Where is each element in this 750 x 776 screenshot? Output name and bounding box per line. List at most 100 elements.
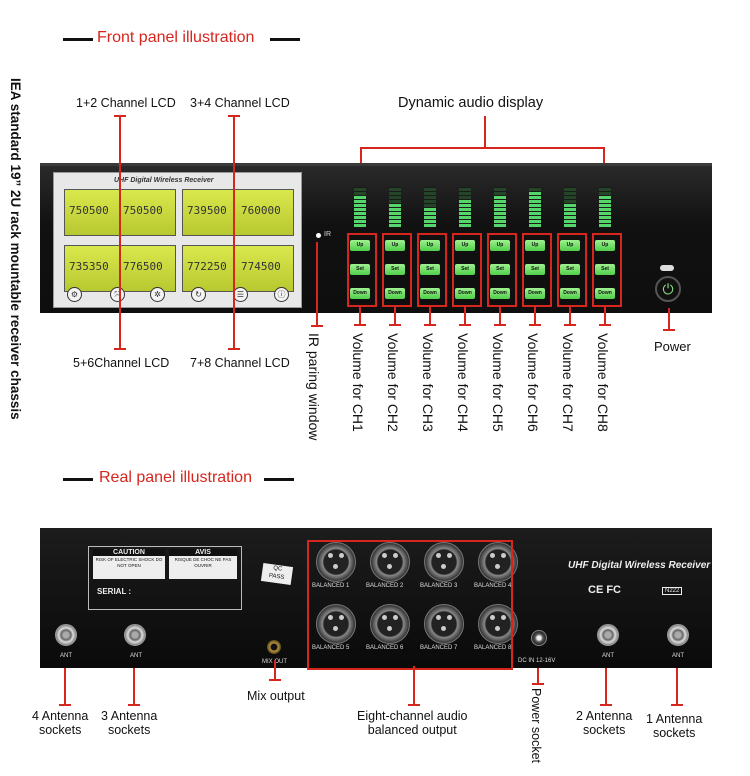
power-socket-pointer — [537, 668, 539, 684]
volume-up-button[interactable]: Up — [560, 240, 580, 251]
lcd-ch7-8: 772250 774500 — [182, 245, 294, 292]
serial-plate: CAUTION RISK OF ELECTRIC SHOCK DO NOT OP… — [88, 546, 242, 610]
set-button[interactable]: Set — [385, 264, 405, 275]
audio-level-meter — [529, 187, 541, 227]
dc-power-socket[interactable] — [531, 630, 547, 646]
list-icon[interactable]: ☰ — [233, 287, 248, 302]
channel-button-group — [452, 233, 482, 307]
ant2-label: 2 Antenna sockets — [576, 709, 633, 737]
volume-pointer-cap — [424, 324, 436, 326]
volume-pointer — [359, 305, 361, 325]
info-icon[interactable]: ⓘ — [274, 287, 289, 302]
balanced-text: BALANCED 1 — [312, 583, 350, 589]
channel-button-group — [592, 233, 622, 307]
ant3-pointer-cap — [128, 704, 140, 706]
power-led — [660, 265, 674, 271]
title-dash-right — [270, 38, 300, 41]
avis-text: RISQUE DE CHOC NE PAS OUVRIR — [174, 557, 232, 568]
ir-pointer — [316, 242, 318, 326]
audio-level-meter — [459, 187, 471, 227]
set-button[interactable]: Set — [490, 264, 510, 275]
volume-down-button[interactable]: Down — [455, 288, 475, 299]
xlr-balanced-output-6[interactable] — [370, 604, 410, 644]
lcd-value: 760000 — [241, 204, 281, 217]
balanced-label: Eight-channel audio balanced output — [357, 709, 468, 737]
xlr-balanced-output-7[interactable] — [424, 604, 464, 644]
antenna-socket-4[interactable] — [55, 624, 77, 646]
caution-text: RISK OF ELECTRIC SHOCK DO NOT OPEN — [95, 557, 163, 568]
balanced-text: BALANCED 3 — [420, 583, 458, 589]
antenna-socket-2[interactable] — [597, 624, 619, 646]
set-button[interactable]: Set — [560, 264, 580, 275]
mix-label: Mix output — [247, 689, 305, 703]
menu-gear-icon[interactable]: ⚙ — [67, 287, 82, 302]
lcd-label-7-8: 7+8 Channel LCD — [190, 356, 290, 370]
avis-label: AVIS RISQUE DE CHOC NE PAS OUVRIR — [169, 549, 237, 579]
ir-label: IR paring window — [306, 333, 322, 441]
volume-up-button[interactable]: Up — [525, 240, 545, 251]
set-button[interactable]: Set — [350, 264, 370, 275]
avis-heading: AVIS — [169, 549, 237, 556]
rear-title: Real panel illustration — [99, 469, 252, 486]
volume-up-button[interactable]: Up — [385, 240, 405, 251]
ant-text: ANT — [602, 653, 614, 659]
caution-heading: CAUTION — [93, 549, 165, 556]
balanced-pointer — [413, 666, 415, 706]
sync-icon[interactable]: ↻ — [191, 287, 206, 302]
lcd-right-cap-bottom — [228, 348, 240, 350]
xlr-balanced-output-1[interactable] — [316, 542, 356, 582]
lcd-value: 774500 — [241, 260, 281, 273]
mix-pointer — [274, 660, 276, 680]
power-button-icon[interactable]: ⏻ — [655, 276, 681, 302]
set-button[interactable]: Set — [420, 264, 440, 275]
lcd-value: 750500 — [123, 204, 163, 217]
volume-up-button[interactable]: Up — [595, 240, 615, 251]
volume-up-button[interactable]: Up — [455, 240, 475, 251]
ant-text: ANT — [60, 653, 72, 659]
settings-icon[interactable]: ✲ — [150, 287, 165, 302]
front-brand: UHF Digital Wireless Receiver — [114, 177, 214, 184]
antenna-socket-1[interactable] — [667, 624, 689, 646]
audio-level-meter — [494, 187, 506, 227]
lcd-ch3-4: 739500 760000 — [182, 189, 294, 236]
scan-icon[interactable]: ⤧ — [110, 287, 125, 302]
volume-down-button[interactable]: Down — [385, 288, 405, 299]
set-button[interactable]: Set — [525, 264, 545, 275]
volume-pointer — [464, 305, 466, 325]
volume-down-button[interactable]: Down — [420, 288, 440, 299]
ant1-pointer — [676, 668, 678, 706]
front-title: Front panel illustration — [97, 29, 255, 46]
ir-text: IR — [324, 231, 331, 238]
xlr-balanced-output-3[interactable] — [424, 542, 464, 582]
volume-down-button[interactable]: Down — [350, 288, 370, 299]
balanced-pointer-cap — [408, 704, 420, 706]
volume-down-button[interactable]: Down — [490, 288, 510, 299]
volume-pointer-cap — [459, 324, 471, 326]
volume-label-ch8: Volume for CH8 — [595, 333, 611, 432]
volume-down-button[interactable]: Down — [525, 288, 545, 299]
volume-up-button[interactable]: Up — [490, 240, 510, 251]
power-label: Power — [654, 339, 691, 354]
ant2-pointer — [605, 668, 607, 706]
ant4-label: 4 Antenna sockets — [32, 709, 89, 737]
volume-down-button[interactable]: Down — [595, 288, 615, 299]
title-dash-right — [264, 478, 294, 481]
xlr-balanced-output-2[interactable] — [370, 542, 410, 582]
lcd-value: 739500 — [187, 204, 227, 217]
set-button[interactable]: Set — [595, 264, 615, 275]
volume-up-button[interactable]: Up — [420, 240, 440, 251]
channel-button-group — [557, 233, 587, 307]
volume-up-button[interactable]: Up — [350, 240, 370, 251]
lcd-label-5-6: 5+6Channel LCD — [73, 356, 170, 370]
antenna-socket-3[interactable] — [124, 624, 146, 646]
xlr-balanced-output-5[interactable] — [316, 604, 356, 644]
lcd-value: 735350 — [69, 260, 109, 273]
set-button[interactable]: Set — [455, 264, 475, 275]
mix-out-jack[interactable] — [267, 640, 281, 654]
volume-down-button[interactable]: Down — [560, 288, 580, 299]
volume-label-ch7: Volume for CH7 — [560, 333, 576, 432]
volume-pointer — [394, 305, 396, 325]
rack-caption: IEA standard 19” 2U rack mountable recei… — [8, 78, 23, 420]
volume-label-ch4: Volume for CH4 — [455, 333, 471, 432]
power-pointer-cap — [663, 329, 675, 331]
